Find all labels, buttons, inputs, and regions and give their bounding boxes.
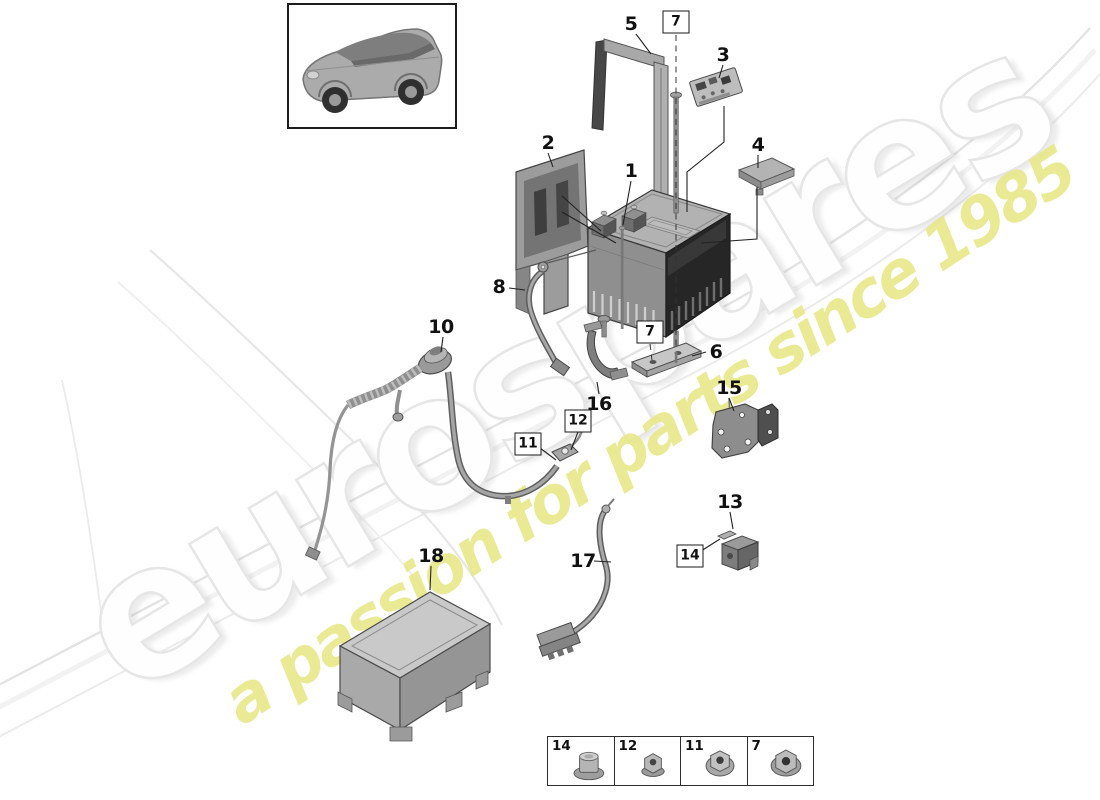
- callout-7-bolt-top[interactable]: 7: [662, 10, 690, 34]
- callout-2-partition-panel[interactable]: 2: [541, 132, 555, 154]
- callout-4-cover[interactable]: 4: [751, 134, 765, 156]
- bolt-axis-lines: [649, 35, 677, 361]
- battery-illustration: [586, 189, 732, 339]
- battery-cable-illustration: [536, 498, 615, 661]
- ground-cable-illustration: [525, 249, 597, 377]
- hex-nut-icon: [641, 753, 665, 777]
- callout-8-ground-cable[interactable]: 8: [492, 276, 506, 298]
- callout-3-battery-monitor[interactable]: 3: [716, 44, 730, 66]
- callout-12-cap-nut[interactable]: 12: [564, 409, 592, 433]
- flange-nut-large-icon: [770, 749, 802, 777]
- callout-18-battery-tray[interactable]: 18: [418, 545, 444, 567]
- leader-lines: [429, 33, 759, 591]
- callout-6-clamp-plate[interactable]: 6: [709, 341, 723, 363]
- vehicle-thumbnail: [287, 3, 457, 129]
- legend-label-11: 11: [685, 738, 704, 754]
- callout-11-hex-nut[interactable]: 11: [514, 432, 542, 456]
- callout-13-cable-holder[interactable]: 13: [717, 491, 743, 513]
- cover-illustration: [737, 157, 796, 196]
- callout-5-hold-down-strap[interactable]: 5: [624, 13, 638, 35]
- legend-label-14: 14: [552, 738, 571, 754]
- legend-label-7: 7: [751, 738, 761, 754]
- porsche-cayenne-icon: [302, 28, 443, 113]
- hold-down-strap-illustration: [591, 38, 677, 213]
- callout-10-wiring-harness[interactable]: 10: [428, 316, 454, 338]
- wiring-harness-illustration: [304, 346, 584, 561]
- legend-cell-11[interactable]: 11: [680, 737, 747, 785]
- legend-cell-14[interactable]: 14: [548, 737, 614, 785]
- flange-nut-icon: [705, 750, 734, 777]
- legend-cell-12[interactable]: 12: [613, 737, 681, 785]
- callout-17-battery-cable[interactable]: 17: [570, 550, 596, 572]
- callout-14-flange-nut[interactable]: 14: [676, 544, 704, 568]
- cable-holder-illustration: [717, 530, 760, 571]
- legend-label-12: 12: [618, 738, 638, 754]
- battery-tray-illustration: [337, 591, 492, 742]
- callout-7-bolt-bottom[interactable]: 7: [636, 320, 664, 344]
- clamp-illustration: [583, 315, 629, 381]
- callout-15-bracket[interactable]: 15: [716, 377, 742, 399]
- cap-nut-icon: [573, 751, 604, 781]
- callout-1-battery[interactable]: 1: [624, 160, 638, 182]
- bracket-illustration: [711, 397, 779, 459]
- partition-panel-illustration: [515, 149, 589, 315]
- legend-cell-7[interactable]: 7: [746, 737, 814, 785]
- battery-monitor-illustration: [689, 67, 743, 107]
- callout-16-clamp[interactable]: 16: [586, 393, 612, 415]
- fastener-legend: 14 12 11 7: [547, 736, 814, 786]
